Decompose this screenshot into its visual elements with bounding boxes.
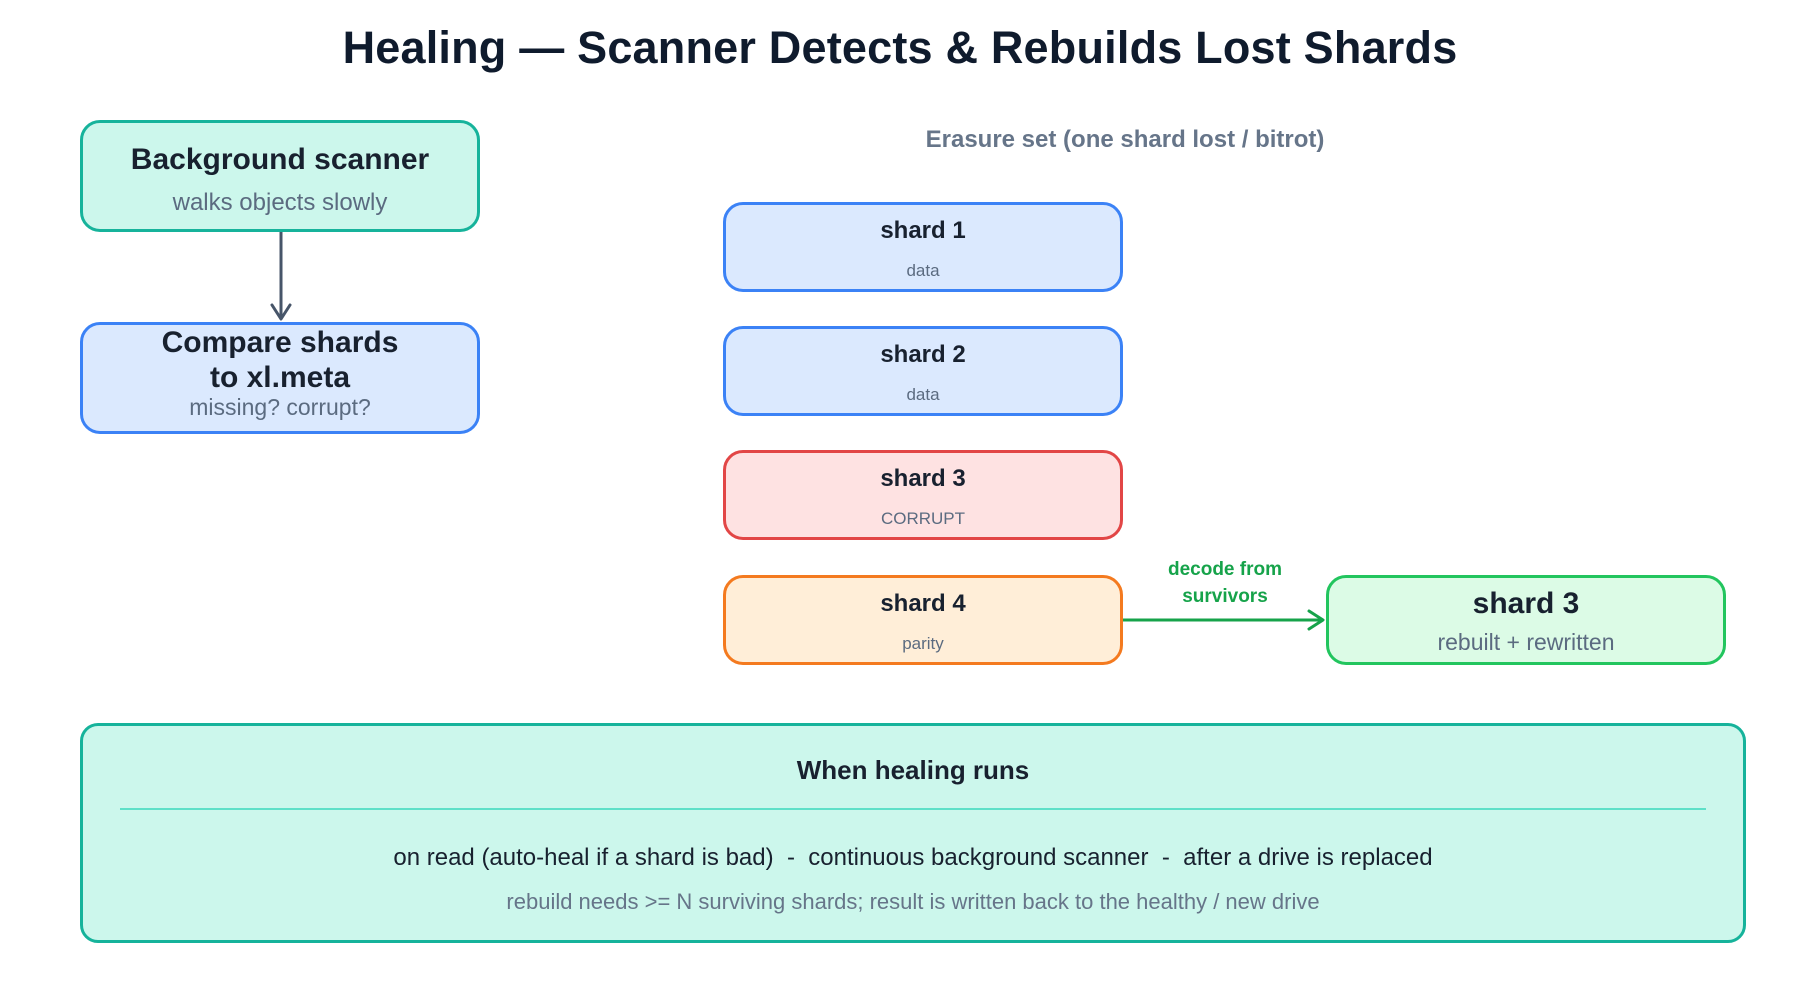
shard-1-kind: data <box>906 261 940 280</box>
compare-shards-box: Compare shards to xl.meta missing? corru… <box>80 322 480 434</box>
background-scanner-box: Background scanner walks objects slowly <box>80 120 480 232</box>
shard-3-name: shard 3 <box>880 465 966 492</box>
shard-3-corrupt-box: shard 3 CORRUPT <box>723 450 1123 540</box>
when-healing-runs-panel: When healing runs on read (auto-heal if … <box>80 723 1746 943</box>
shard-3-kind: CORRUPT <box>880 509 966 528</box>
shard-1-name: shard 1 <box>880 217 966 244</box>
shard-2-name: shard 2 <box>880 341 966 368</box>
shard-2-box: shard 2 data <box>723 326 1123 416</box>
compare-title-line2: to xl.meta <box>209 361 351 394</box>
scanner-title: Background scanner <box>130 143 430 176</box>
shard-4-kind: parity <box>902 634 944 653</box>
decode-label-line1: decode from <box>1167 559 1283 580</box>
rebuilt-shard-name: shard 3 <box>1472 587 1580 620</box>
scanner-subtitle: walks objects slowly <box>172 189 388 216</box>
diagram-title: Healing — Scanner Detects & Rebuilds Los… <box>342 22 1458 73</box>
scanner-to-compare-arrow <box>270 232 292 321</box>
panel-triggers: on read (auto-heal if a shard is bad) - … <box>393 844 1433 871</box>
panel-title: When healing runs <box>796 755 1030 785</box>
decode-arrow <box>1123 609 1325 631</box>
compare-subtitle: missing? corrupt? <box>189 394 371 420</box>
panel-divider <box>120 808 1706 810</box>
rebuilt-shard-box: shard 3 rebuilt + rewritten <box>1326 575 1726 665</box>
shard-4-parity-box: shard 4 parity <box>723 575 1123 665</box>
erasure-set-title: Erasure set (one shard lost / bitrot) <box>925 126 1325 153</box>
shard-1-box: shard 1 data <box>723 202 1123 292</box>
compare-title-line1: Compare shards <box>161 326 399 359</box>
decode-label: decode from survivors <box>1123 556 1327 610</box>
shard-2-kind: data <box>906 385 940 404</box>
panel-note: rebuild needs >= N surviving shards; res… <box>506 889 1320 914</box>
decode-label-line2: survivors <box>1182 586 1268 607</box>
shard-4-name: shard 4 <box>880 590 966 617</box>
rebuilt-shard-status: rebuilt + rewritten <box>1437 629 1615 655</box>
